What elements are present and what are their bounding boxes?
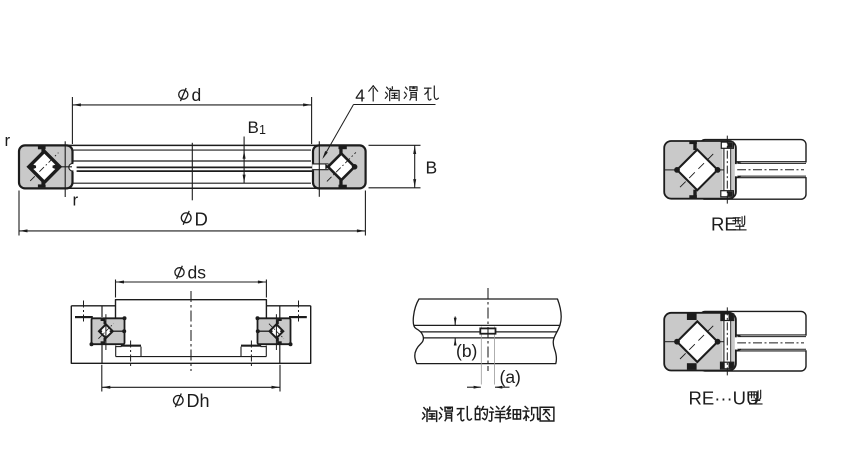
svg-text:B: B xyxy=(248,118,259,137)
svg-text:RE···UU: RE···UU xyxy=(689,388,760,409)
svg-text:(b): (b) xyxy=(456,341,477,361)
svg-text:r: r xyxy=(5,131,11,150)
svg-text:1: 1 xyxy=(259,123,266,137)
svg-text:RE: RE xyxy=(711,214,737,235)
svg-text:Dh: Dh xyxy=(187,391,210,411)
svg-text:D: D xyxy=(195,208,208,229)
svg-text:(a): (a) xyxy=(500,367,521,387)
svg-text:d: d xyxy=(192,85,202,105)
svg-text:ds: ds xyxy=(188,263,207,283)
svg-text:4: 4 xyxy=(355,85,365,105)
svg-text:r: r xyxy=(73,191,79,210)
svg-text:B: B xyxy=(426,158,438,178)
